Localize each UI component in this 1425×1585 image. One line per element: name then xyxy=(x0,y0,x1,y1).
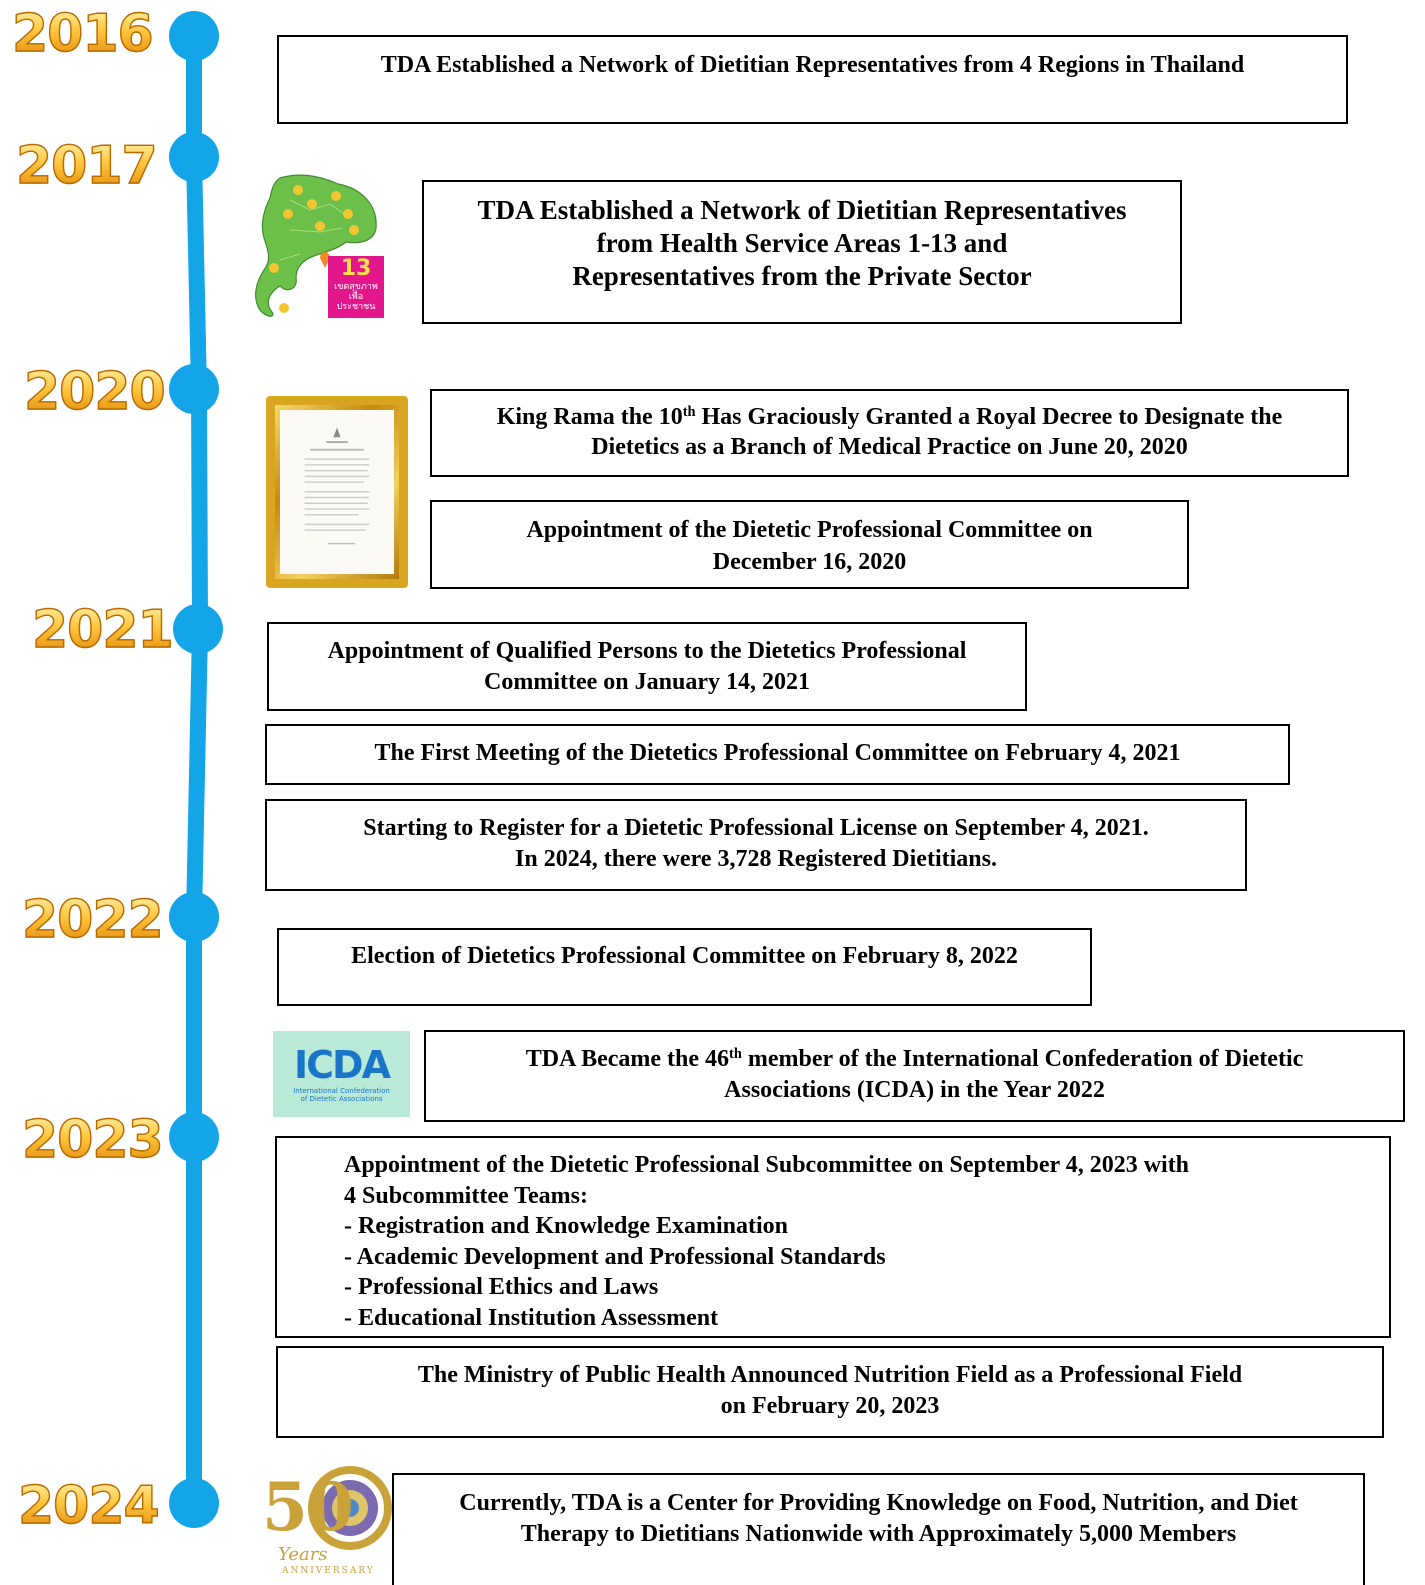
event-text: Appointment of the Dietetic Professional… xyxy=(344,1152,1190,1331)
timeline-dot-2024 xyxy=(169,1478,219,1528)
decree-document xyxy=(280,410,394,574)
year-label-2016: 2016 xyxy=(11,4,154,64)
anniversary-subtitle: ANNIVERSARY xyxy=(282,1566,375,1576)
icda-logo-caption: International Confederation of Dietetic … xyxy=(293,1087,390,1103)
event-box-2017: TDA Established a Network of Dietitian R… xyxy=(422,180,1182,324)
event-text: King Rama the 10th Has Graciously Grante… xyxy=(496,404,1283,460)
icda-logo: ICDA International Confederation of Diet… xyxy=(273,1031,410,1117)
event-text: TDA Established a Network of Dietitian R… xyxy=(477,195,1127,291)
year-label-2022: 2022 xyxy=(21,890,164,950)
event-text: Election of Dietetics Professional Commi… xyxy=(351,943,1018,969)
event-text: The Ministry of Public Health Announced … xyxy=(417,1362,1243,1419)
year-label-2024: 2024 xyxy=(17,1476,160,1536)
event-box-icda-membership: TDA Became the 46th member of the Intern… xyxy=(424,1030,1405,1122)
event-text: Appointment of the Dietetic Professional… xyxy=(526,517,1093,575)
event-box-current-status: Currently, TDA is a Center for Providing… xyxy=(392,1473,1365,1585)
event-box-2016: TDA Established a Network of Dietitian R… xyxy=(277,35,1348,124)
event-box-first-meeting: The First Meeting of the Dietetics Profe… xyxy=(265,724,1290,785)
anniversary-number: 50 xyxy=(262,1468,354,1546)
timeline-dot-2016 xyxy=(169,11,219,61)
event-text: Currently, TDA is a Center for Providing… xyxy=(459,1490,1298,1547)
event-text: Starting to Register for a Dietetic Prof… xyxy=(363,815,1149,872)
timeline-dot-2023 xyxy=(169,1112,219,1162)
event-box-qualified-persons: Appointment of Qualified Persons to the … xyxy=(267,622,1027,711)
badge-caption: เขตสุขภาพ เพื่อ ประชาชน xyxy=(334,282,378,312)
anniversary-logo: 50 Years ANNIVERSARY xyxy=(252,1460,392,1585)
year-label-2017: 2017 xyxy=(15,136,158,196)
event-box-ministry-announcement: The Ministry of Public Health Announced … xyxy=(276,1346,1384,1438)
event-box-subcommittee: Appointment of the Dietetic Professional… xyxy=(275,1136,1391,1338)
icda-logo-mark: ICDA xyxy=(294,1043,391,1087)
thailand-health-areas-map: 13 เขตสุขภาพ เพื่อ ประชาชน xyxy=(250,170,385,320)
timeline-dot-2017 xyxy=(169,132,219,182)
event-box-committee-2020: Appointment of the Dietetic Professional… xyxy=(430,500,1189,589)
royal-decree-frame xyxy=(266,396,408,588)
health-area-badge: 13 เขตสุขภาพ เพื่อ ประชาชน xyxy=(328,256,384,318)
event-box-royal-decree: King Rama the 10th Has Graciously Grante… xyxy=(430,389,1349,477)
anniversary-years-word: Years xyxy=(278,1544,328,1565)
year-label-2021: 2021 xyxy=(31,600,174,660)
event-text: Appointment of Qualified Persons to the … xyxy=(327,638,967,695)
timeline-dot-2020 xyxy=(169,364,219,414)
event-text: The First Meeting of the Dietetics Profe… xyxy=(374,740,1181,766)
event-text: TDA Became the 46th member of the Intern… xyxy=(525,1046,1304,1103)
timeline-dot-2022 xyxy=(169,892,219,942)
badge-number: 13 xyxy=(340,256,372,281)
year-label-2023: 2023 xyxy=(21,1110,164,1170)
timeline-dot-2021 xyxy=(173,604,223,654)
event-text: TDA Established a Network of Dietitian R… xyxy=(380,52,1245,78)
event-box-election: Election of Dietetics Professional Commi… xyxy=(277,928,1092,1006)
event-box-license-registration: Starting to Register for a Dietetic Prof… xyxy=(265,799,1247,891)
year-label-2020: 2020 xyxy=(23,362,166,422)
